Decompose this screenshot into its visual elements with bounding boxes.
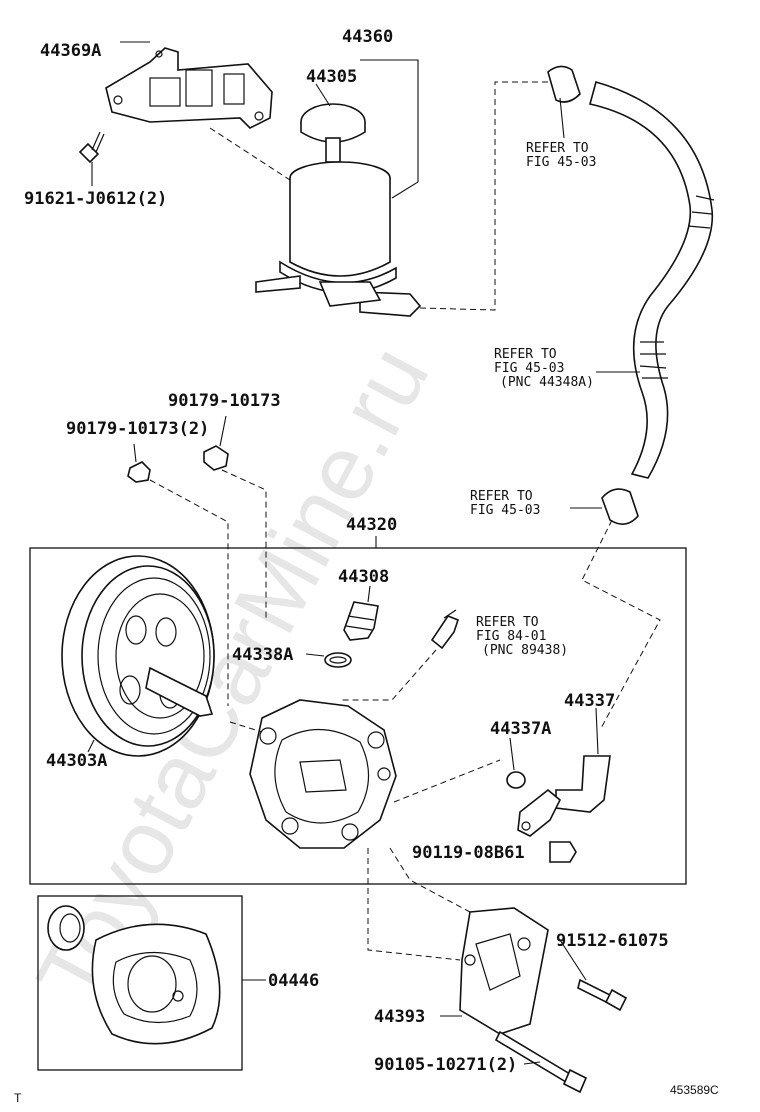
label-44393: 44393 bbox=[374, 1007, 425, 1027]
label-04446: 04446 bbox=[268, 971, 319, 991]
bracket-44393[interactable] bbox=[459, 907, 549, 1035]
ref-fig-84-01: REFER TO FIG 84-01 (PNC 89438) bbox=[476, 615, 568, 658]
pump-assembly-box bbox=[29, 547, 687, 885]
bolt-91621[interactable] bbox=[78, 131, 105, 164]
ref-fig-45-03-b: REFER TO FIG 45-03 (PNC 44348A) bbox=[494, 347, 594, 390]
label-90119: 90119-08B61 bbox=[412, 843, 525, 863]
label-44337A: 44337A bbox=[490, 719, 551, 739]
label-44360: 44360 bbox=[342, 27, 393, 47]
nut-90179-left[interactable] bbox=[127, 461, 151, 483]
nut-90179-right[interactable] bbox=[203, 445, 229, 471]
o-ring-44338A[interactable] bbox=[324, 652, 352, 668]
vane-pump-body[interactable] bbox=[249, 699, 397, 849]
switch-ref-89438[interactable] bbox=[430, 609, 459, 650]
hose-clamp-lower[interactable] bbox=[601, 488, 639, 525]
o-ring-44337A[interactable] bbox=[506, 771, 526, 789]
label-44369A: 44369A bbox=[40, 41, 101, 61]
bolt-90105[interactable] bbox=[494, 1030, 588, 1094]
label-91512: 91512-61075 bbox=[556, 931, 669, 951]
bracket-44369A[interactable] bbox=[105, 47, 273, 129]
label-90179-b: 90179-10173(2) bbox=[66, 419, 209, 439]
reservoir-44360[interactable] bbox=[255, 103, 422, 317]
bolt-91512[interactable] bbox=[577, 978, 628, 1012]
pressure-sensor-44308[interactable] bbox=[343, 601, 379, 641]
hose-clamp-upper[interactable] bbox=[547, 65, 581, 103]
label-44303A: 44303A bbox=[46, 751, 107, 771]
label-90179-a: 90179-10173 bbox=[168, 391, 281, 411]
bolt-90119[interactable] bbox=[549, 841, 577, 863]
label-90105: 90105-10271(2) bbox=[374, 1055, 517, 1075]
corner-mark: T bbox=[14, 1091, 22, 1105]
gasket-kit-box bbox=[37, 895, 243, 1071]
illustration-code: 453589C bbox=[670, 1083, 719, 1097]
gasket-kit-04446[interactable] bbox=[47, 905, 221, 1045]
pulley-44303A[interactable] bbox=[61, 555, 215, 757]
suction-pipe-44337[interactable] bbox=[517, 755, 611, 837]
label-44305: 44305 bbox=[306, 67, 357, 87]
label-91621: 91621-J0612(2) bbox=[24, 189, 167, 209]
label-44308: 44308 bbox=[338, 567, 389, 587]
label-44320: 44320 bbox=[346, 515, 397, 535]
label-44337: 44337 bbox=[564, 691, 615, 711]
return-hose[interactable] bbox=[589, 81, 715, 479]
ref-fig-45-03-a: REFER TO FIG 45-03 bbox=[526, 141, 596, 170]
ref-fig-45-03-c: REFER TO FIG 45-03 bbox=[470, 489, 540, 518]
label-44338A: 44338A bbox=[232, 645, 293, 665]
